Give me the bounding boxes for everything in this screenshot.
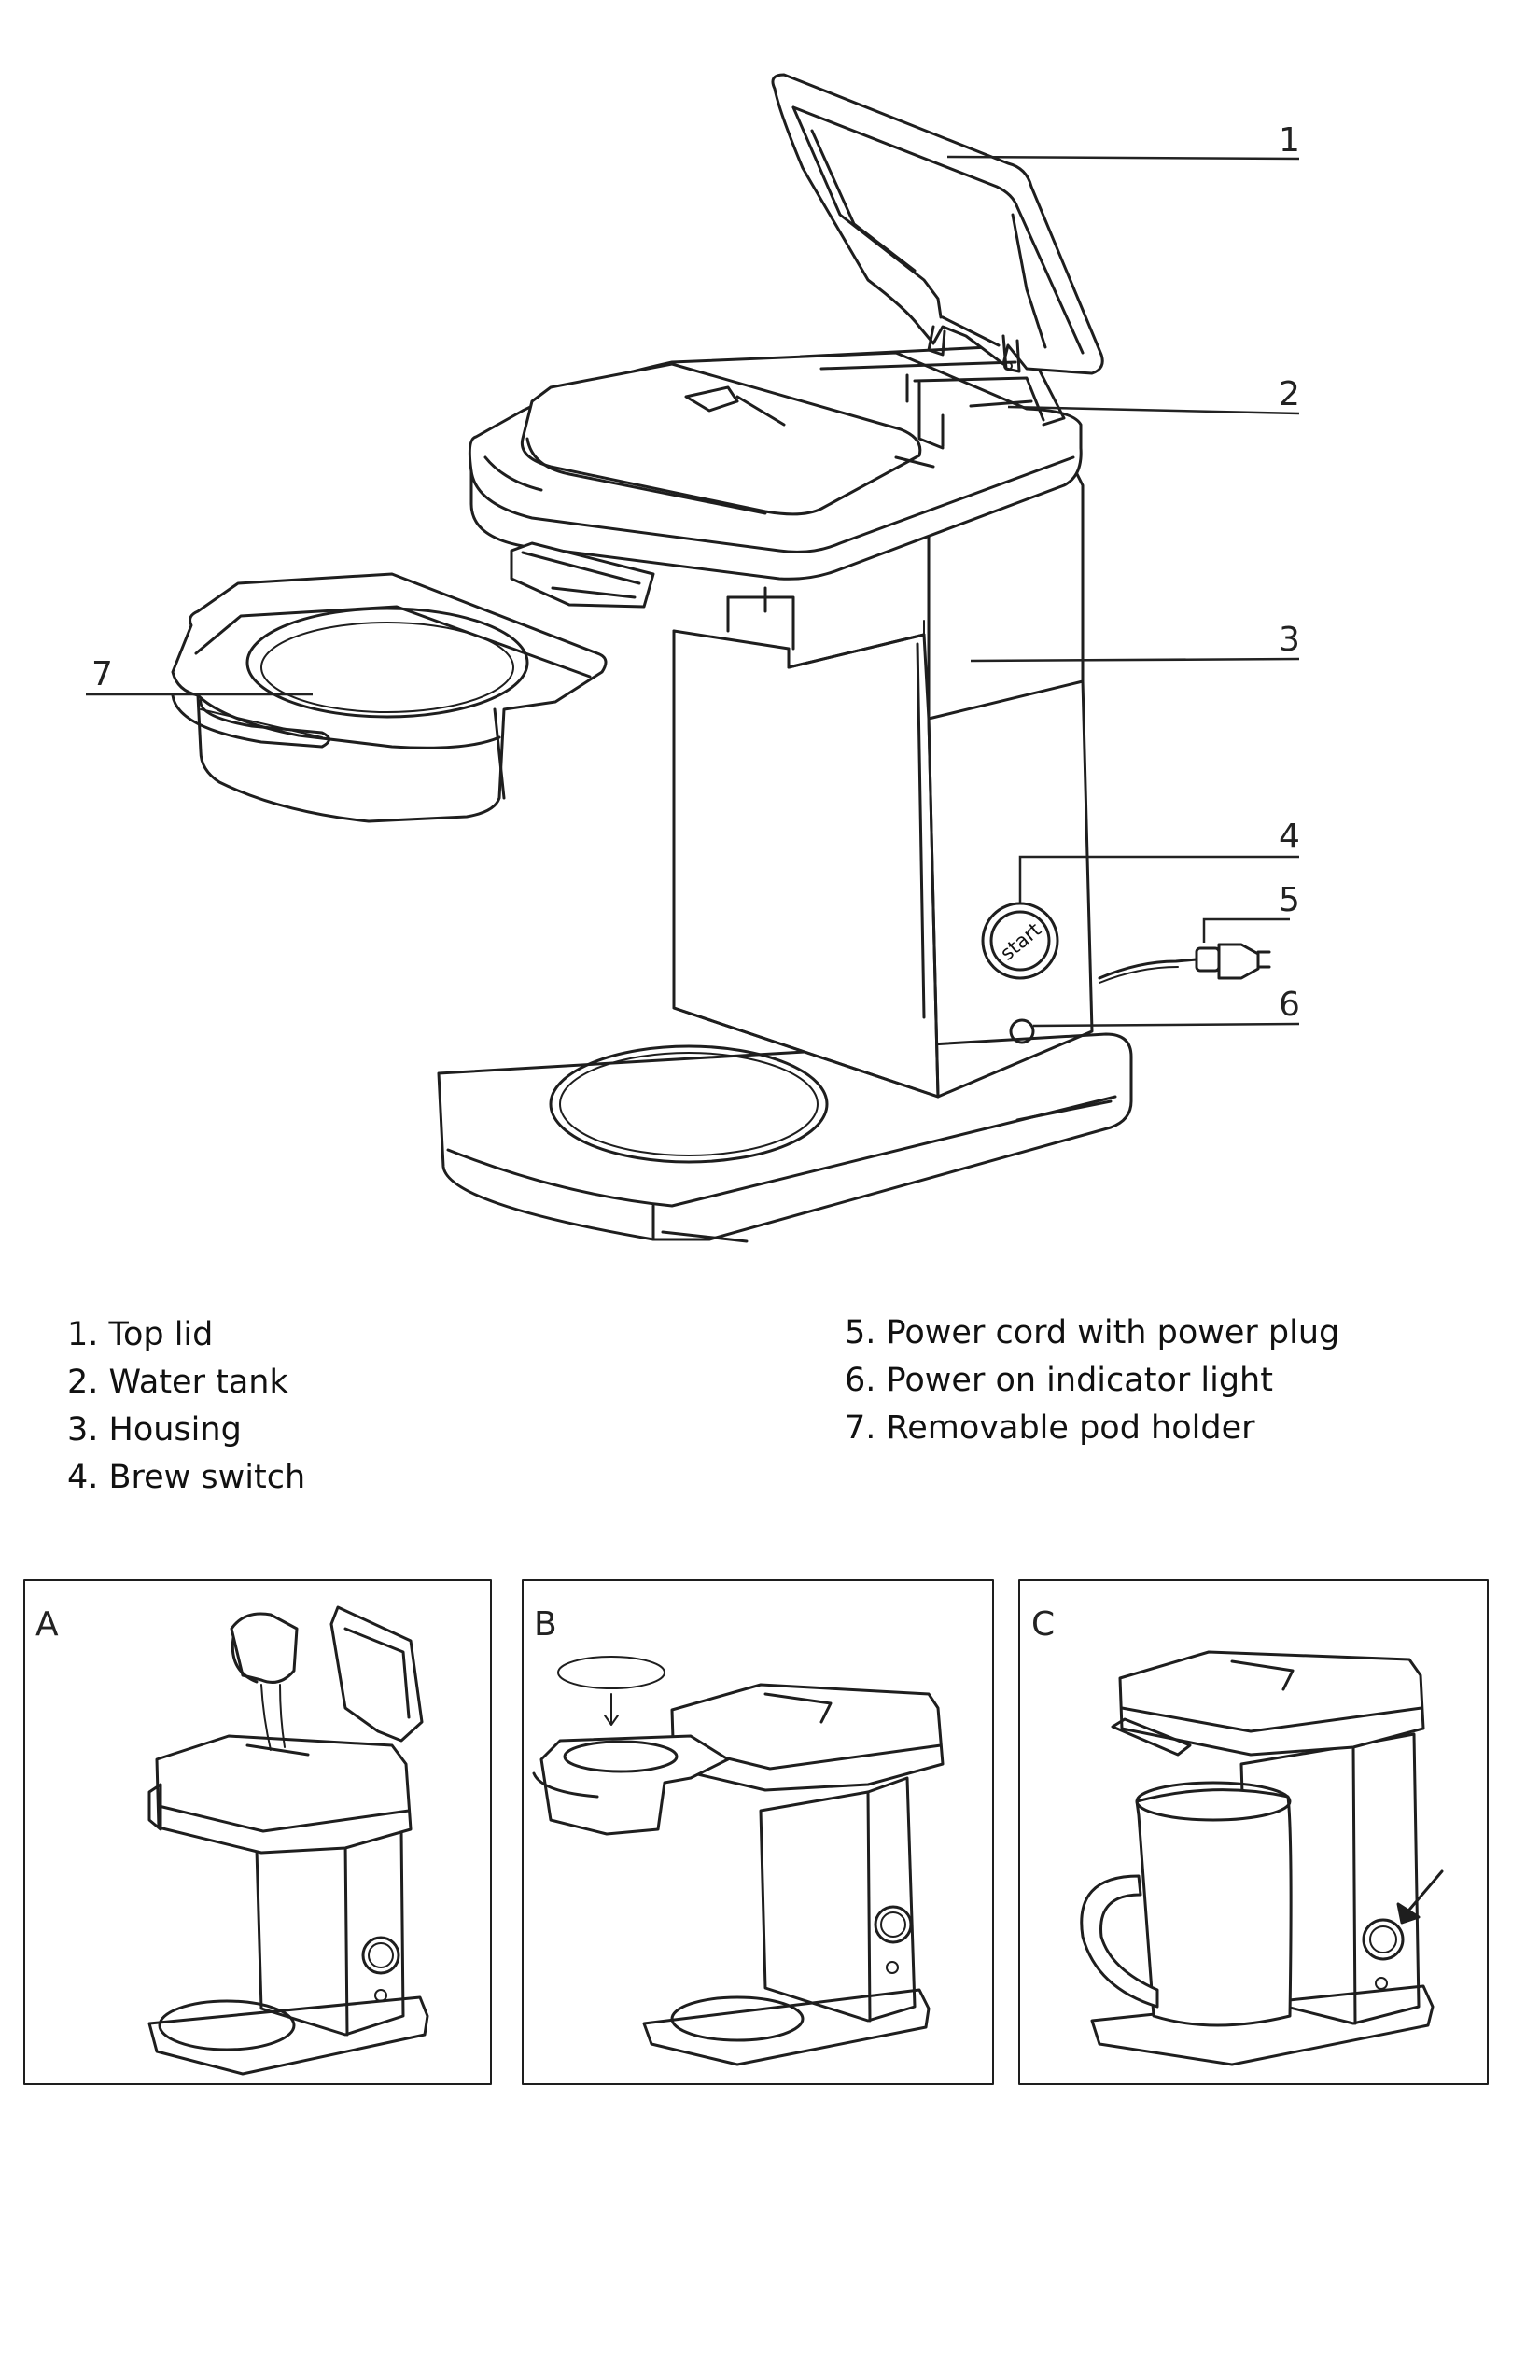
part-power-indicator: 6. Power on indicator light xyxy=(845,1362,1273,1399)
power-indicator-light xyxy=(1009,1018,1035,1044)
housing xyxy=(672,465,1094,1099)
part-housing: 3. Housing xyxy=(67,1411,242,1449)
panel-b: B xyxy=(522,1579,994,2085)
parts-list-left: 1. Top lid 2. Water tank 3. Housing 4. B… xyxy=(67,1311,305,1502)
part-top-lid: 1. Top lid xyxy=(67,1316,214,1353)
part-pod-holder: 7. Removable pod holder xyxy=(845,1409,1255,1447)
leader-lines xyxy=(86,155,1300,1028)
panel-c-letter: C xyxy=(1031,1605,1055,1644)
panel-a-letter: A xyxy=(35,1605,59,1644)
panel-a: A xyxy=(23,1579,492,2085)
panel-b-letter: B xyxy=(534,1605,557,1644)
callout-numbers: 1 2 3 4 5 6 7 xyxy=(91,121,1300,1024)
part-brew-switch: 4. Brew switch xyxy=(67,1459,306,1496)
callout-6: 6 xyxy=(1279,986,1300,1024)
coffee-maker-diagram: start xyxy=(86,73,1300,1243)
callout-5: 5 xyxy=(1279,881,1300,919)
callout-1: 1 xyxy=(1279,121,1300,160)
callout-4: 4 xyxy=(1279,818,1300,856)
callout-7: 7 xyxy=(91,655,113,693)
callout-2: 2 xyxy=(1279,375,1300,413)
power-cord xyxy=(1098,943,1271,984)
parts-list-right: 5. Power cord with power plug 6. Power o… xyxy=(845,1309,1339,1452)
part-power-cord: 5. Power cord with power plug xyxy=(845,1314,1340,1351)
drip-tray-base xyxy=(437,1032,1133,1243)
callout-3: 3 xyxy=(1279,621,1300,659)
brew-switch: start xyxy=(981,902,1059,980)
top-lid xyxy=(771,73,1104,375)
panel-c: C xyxy=(1018,1579,1489,2085)
pod-holder xyxy=(171,572,608,823)
part-water-tank: 2. Water tank xyxy=(67,1364,288,1401)
top-section xyxy=(468,343,1083,609)
